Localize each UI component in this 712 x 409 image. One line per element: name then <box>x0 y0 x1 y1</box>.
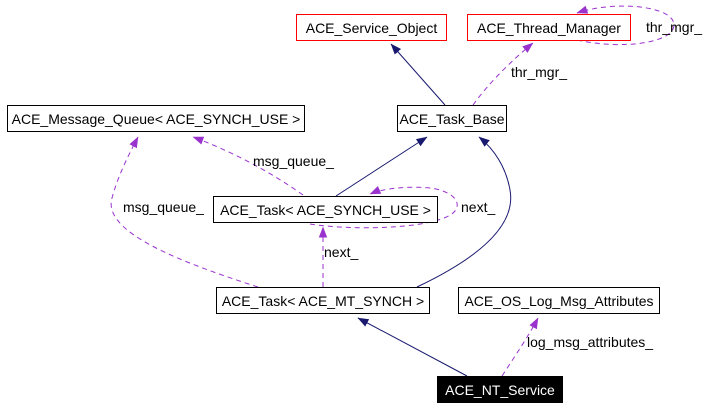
edge-label-thr-mgr-self: thr_mgr_ <box>646 19 703 35</box>
edge-inherit-ntservice-to-taskmtsynch <box>357 317 468 377</box>
node-ace-task-base[interactable]: ACE_Task_Base <box>397 105 507 132</box>
node-ace-service-object[interactable]: ACE_Service_Object <box>296 14 447 41</box>
node-ace-os-log-msg-attributes[interactable]: ACE_OS_Log_Msg_Attributes <box>458 287 660 314</box>
edge-label-log-msg-attributes: log_msg_attributes_ <box>527 334 654 350</box>
node-ace-task-synch-use[interactable]: ACE_Task< ACE_SYNCH_USE > <box>213 196 438 223</box>
edge-label-next: next_ <box>324 244 359 260</box>
edge-label-msg-queue-right: msg_queue_ <box>253 153 334 169</box>
edge-usage-next-self-loop <box>309 186 458 229</box>
edge-inherit-taskmtsynch-to-taskbase <box>416 136 512 288</box>
node-ace-nt-service: ACE_NT_Service <box>437 376 563 403</box>
edge-inherit-taskbase-to-serviceobject <box>390 43 446 106</box>
edge-usage-msg-queue-from-tasksynchuse <box>192 136 304 196</box>
node-ace-thread-manager[interactable]: ACE_Thread_Manager <box>467 14 631 41</box>
edge-inherit-tasksynchuse-to-taskbase <box>335 136 428 197</box>
edge-usage-msg-queue-from-taskmtsynch <box>110 136 259 288</box>
edge-label-msg-queue-left: msg_queue_ <box>123 199 204 215</box>
node-ace-message-queue[interactable]: ACE_Message_Queue< ACE_SYNCH_USE > <box>7 105 305 132</box>
node-ace-task-mt-synch[interactable]: ACE_Task< ACE_MT_SYNCH > <box>216 287 430 314</box>
edge-label-next-self: next_ <box>461 199 496 215</box>
edge-label-thr-mgr: thr_mgr_ <box>511 64 568 80</box>
